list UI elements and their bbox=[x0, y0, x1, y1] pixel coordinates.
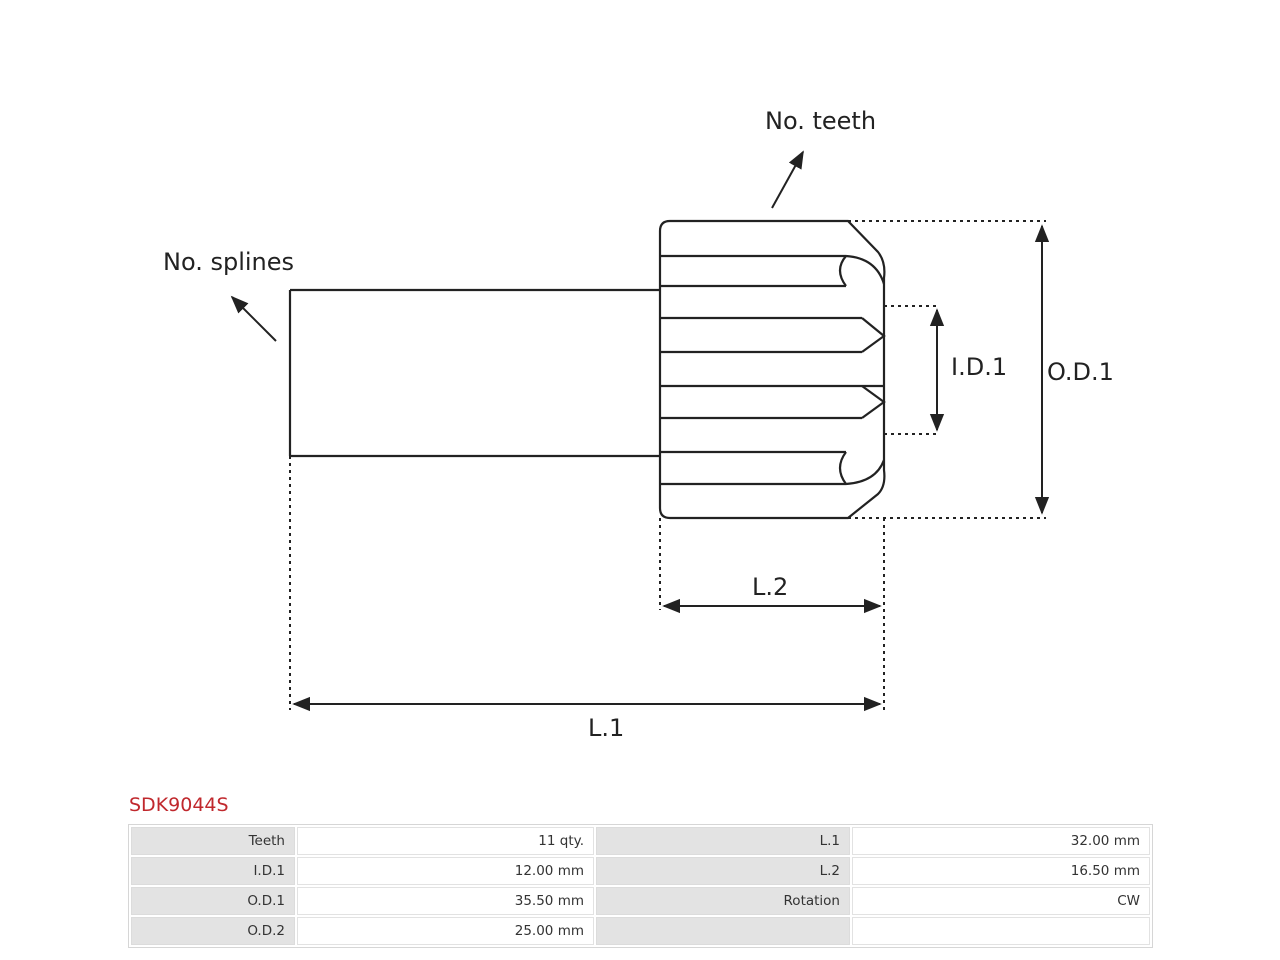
spec-value: 35.50 mm bbox=[297, 887, 594, 915]
spec-row: I.D.1 12.00 mm L.2 16.50 mm bbox=[131, 857, 1150, 885]
l2-label: L.2 bbox=[752, 573, 788, 601]
spec-label: O.D.2 bbox=[131, 917, 295, 945]
spec-label bbox=[596, 917, 850, 945]
pinion-technical-drawing: No. teeth No. splines I.D.1 O.D.1 L.2 L.… bbox=[163, 107, 1114, 742]
no-splines-label: No. splines bbox=[163, 248, 294, 276]
spec-value: 16.50 mm bbox=[852, 857, 1150, 885]
gear-body bbox=[658, 219, 886, 520]
spec-value: CW bbox=[852, 887, 1150, 915]
spec-value: 32.00 mm bbox=[852, 827, 1150, 855]
spec-value bbox=[852, 917, 1150, 945]
no-splines-pointer-arrow bbox=[230, 295, 277, 342]
spec-table: Teeth 11 qty. L.1 32.00 mm I.D.1 12.00 m… bbox=[128, 824, 1153, 948]
spec-label: Teeth bbox=[131, 827, 295, 855]
no-teeth-pointer-arrow bbox=[771, 150, 804, 209]
spec-row: O.D.1 35.50 mm Rotation CW bbox=[131, 887, 1150, 915]
spec-row: Teeth 11 qty. L.1 32.00 mm bbox=[131, 827, 1150, 855]
shaft bbox=[288, 288, 660, 458]
spec-label: L.2 bbox=[596, 857, 850, 885]
spec-label: L.1 bbox=[596, 827, 850, 855]
l1-label: L.1 bbox=[588, 714, 624, 742]
od1-label: O.D.1 bbox=[1047, 358, 1114, 386]
part-code: SDK9044S bbox=[129, 794, 229, 816]
id1-label: I.D.1 bbox=[951, 353, 1007, 381]
spec-row: O.D.2 25.00 mm bbox=[131, 917, 1150, 945]
no-teeth-label: No. teeth bbox=[765, 107, 876, 135]
spec-label: Rotation bbox=[596, 887, 850, 915]
extension-lines bbox=[289, 220, 1046, 710]
spec-value: 11 qty. bbox=[297, 827, 594, 855]
spec-label: O.D.1 bbox=[131, 887, 295, 915]
spec-value: 25.00 mm bbox=[297, 917, 594, 945]
spec-label: I.D.1 bbox=[131, 857, 295, 885]
spec-value: 12.00 mm bbox=[297, 857, 594, 885]
